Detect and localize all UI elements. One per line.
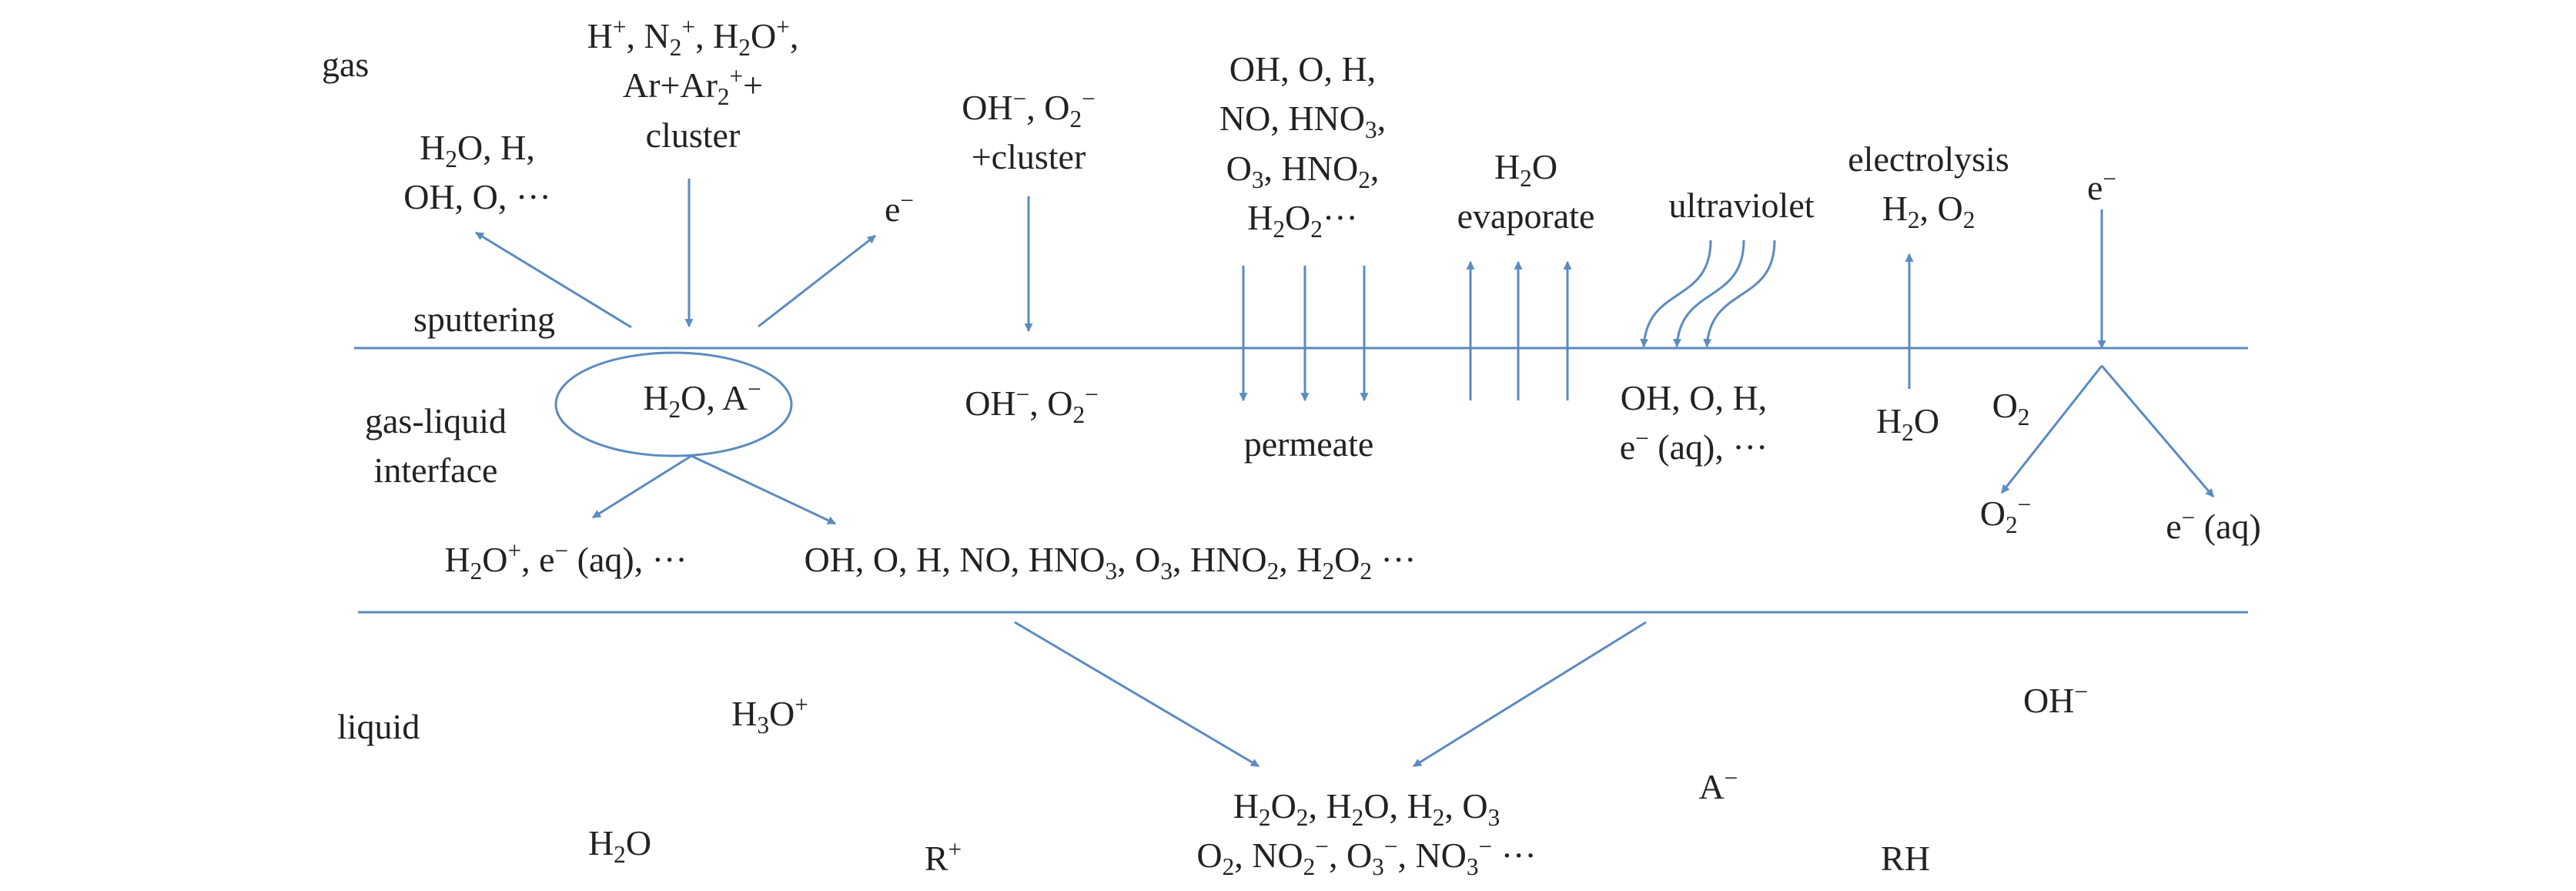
solvated-electron-label: e− (aq): [2166, 504, 2261, 546]
uv-arrow-3: [1703, 239, 1776, 348]
anion-label: A−: [1698, 764, 1738, 806]
incident-ions-label: H+, N2+, H2O+,Ar+Ar2++cluster: [587, 13, 799, 155]
hydroxide-label: OH−: [2022, 678, 2089, 720]
cation-label: R+: [924, 836, 962, 878]
uv-arrow-1: [1640, 239, 1712, 348]
electron-label-right: e−: [2086, 165, 2117, 207]
interface-anions-label: OH−, O2−: [965, 380, 1099, 429]
products-left-label: H2O+, e− (aq), ···: [444, 537, 687, 585]
superoxide-arrow: [2000, 365, 2103, 494]
oxygen-label: O2: [1992, 386, 2030, 431]
ellipse-species-label: H2O, A−: [643, 375, 761, 424]
ultraviolet-label: ultraviolet: [1668, 186, 1815, 225]
sputtered-species-label: H2O, H,OH, O, ···: [403, 128, 551, 217]
liquid-water-label: H2O: [587, 823, 652, 869]
sputter-arrow-left: [475, 231, 632, 329]
electron-arrow-right: [758, 234, 876, 328]
gas-anions-label: OH−, O2−+cluster: [962, 85, 1096, 177]
superoxide-label: O2−: [1979, 491, 2032, 539]
solvated-electron-arrow: [2100, 365, 2215, 497]
products-right-label: OH, O, H, NO, HNO3, O3, HNO2, H2O2 ···: [804, 540, 1417, 585]
permeate-label: permeate: [1243, 424, 1374, 464]
liquid-arrow-left: [1014, 621, 1260, 768]
liquid-arrow-right: [1413, 621, 1647, 768]
sputtering-zone-ellipse: [554, 351, 793, 457]
region-label-gas: gas: [322, 45, 370, 84]
uv-products-label: OH, O, H,e− (aq), ···: [1619, 378, 1768, 467]
interface-water-label: H2O: [1875, 401, 1940, 447]
reactive-species-label: OH, O, H,NO, HNO3,O3, HNO2,H2O2···: [1219, 49, 1387, 243]
sputtering-label: sputtering: [413, 300, 555, 339]
organic-label: RH: [1881, 839, 1930, 878]
hydronium-label: H3O+: [731, 691, 808, 739]
electron-label-left: e−: [884, 186, 915, 229]
region-label-liquid: liquid: [337, 707, 420, 746]
uv-arrow-2: [1673, 239, 1745, 348]
product-arrow-right: [691, 454, 836, 525]
product-arrow-left: [592, 454, 692, 519]
